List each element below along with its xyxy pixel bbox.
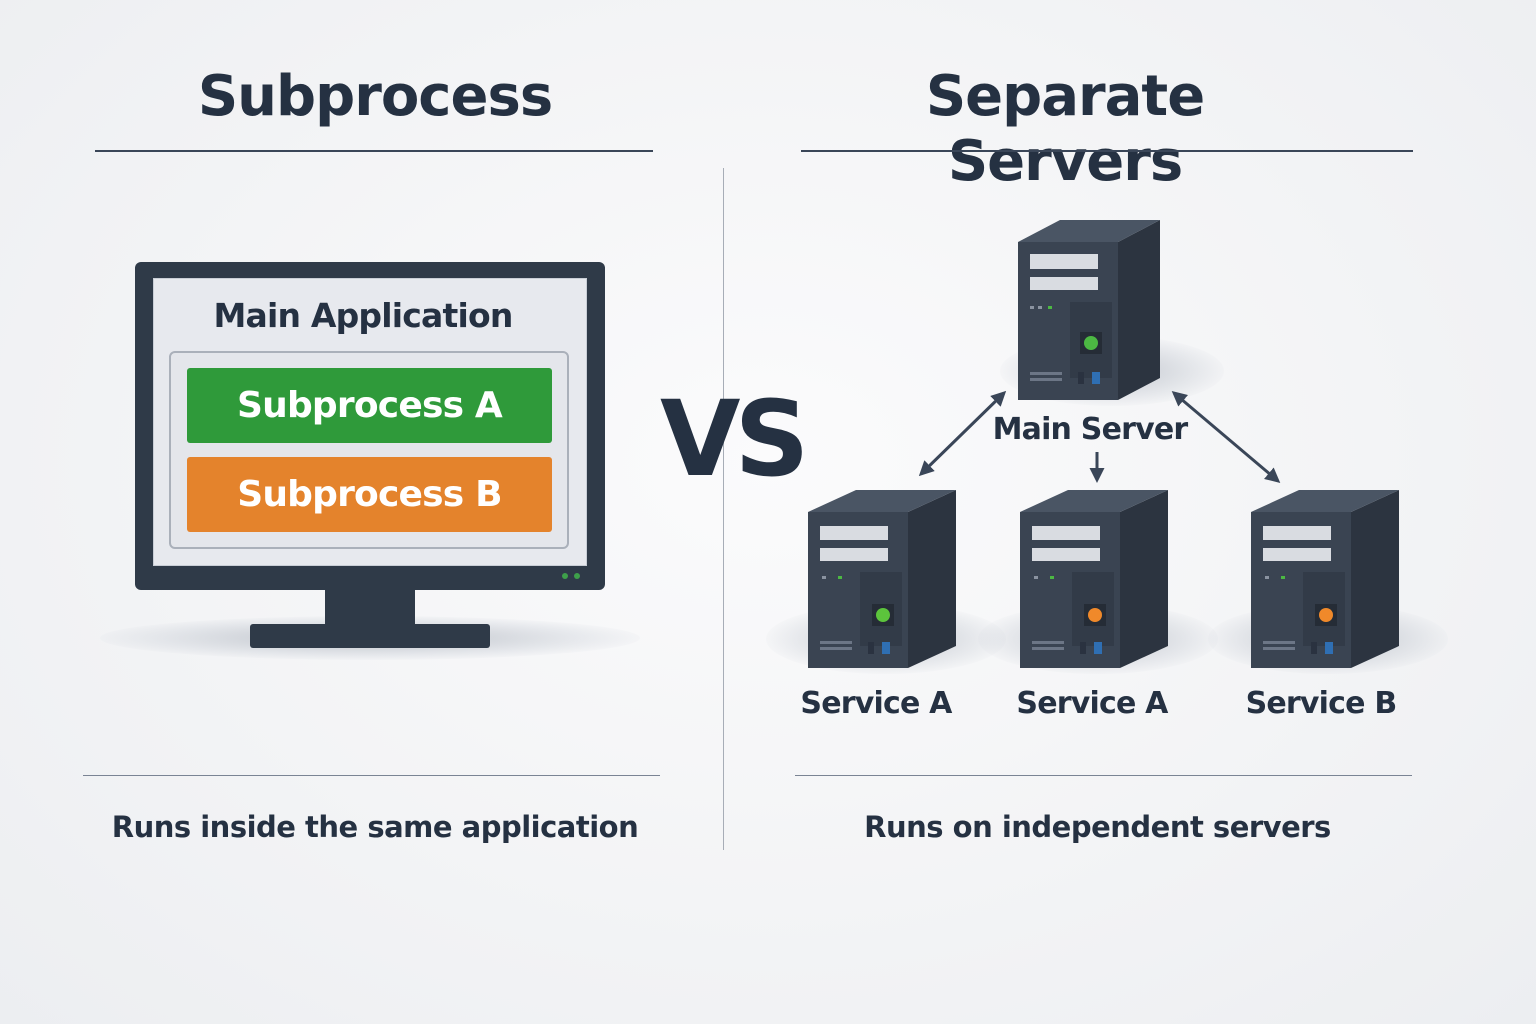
monitor-stand-neck <box>325 588 415 628</box>
center-divider <box>723 168 724 850</box>
service-b-server-icon <box>1251 490 1399 668</box>
service-b-status-light <box>1319 608 1333 622</box>
service-a1-label: Service A <box>800 686 952 721</box>
subprocess-caption: Runs inside the same application <box>111 810 639 844</box>
main-server-label: Main Server <box>992 412 1189 447</box>
right-caption-rule <box>795 775 1412 776</box>
main-server-status-light <box>1084 336 1098 350</box>
service-a2-status-light <box>1088 608 1102 622</box>
service-a1-status-light <box>876 608 890 622</box>
monitor-stand-base <box>250 624 490 648</box>
service-a1-server-icon <box>808 490 956 668</box>
monitor-power-led <box>574 573 580 579</box>
monitor-power-led <box>562 573 568 579</box>
separate-servers-title: Separate Servers <box>925 64 1205 194</box>
left-caption-rule <box>83 775 660 776</box>
subprocess-b-box: Subprocess B <box>187 457 552 532</box>
service-a2-label: Service A <box>1016 686 1168 721</box>
subprocess-a-box: Subprocess A <box>187 368 552 443</box>
left-title-rule <box>95 150 653 152</box>
subprocess-title: Subprocess <box>197 64 553 129</box>
main-server-icon <box>1018 220 1160 400</box>
main-application-label: Main Application <box>213 296 513 335</box>
service-a2-server-icon <box>1020 490 1168 668</box>
service-b-label: Service B <box>1245 686 1398 721</box>
vs-label: VS <box>660 378 809 500</box>
separate-servers-caption: Runs on independent servers <box>864 810 1331 844</box>
right-title-rule <box>801 150 1413 152</box>
